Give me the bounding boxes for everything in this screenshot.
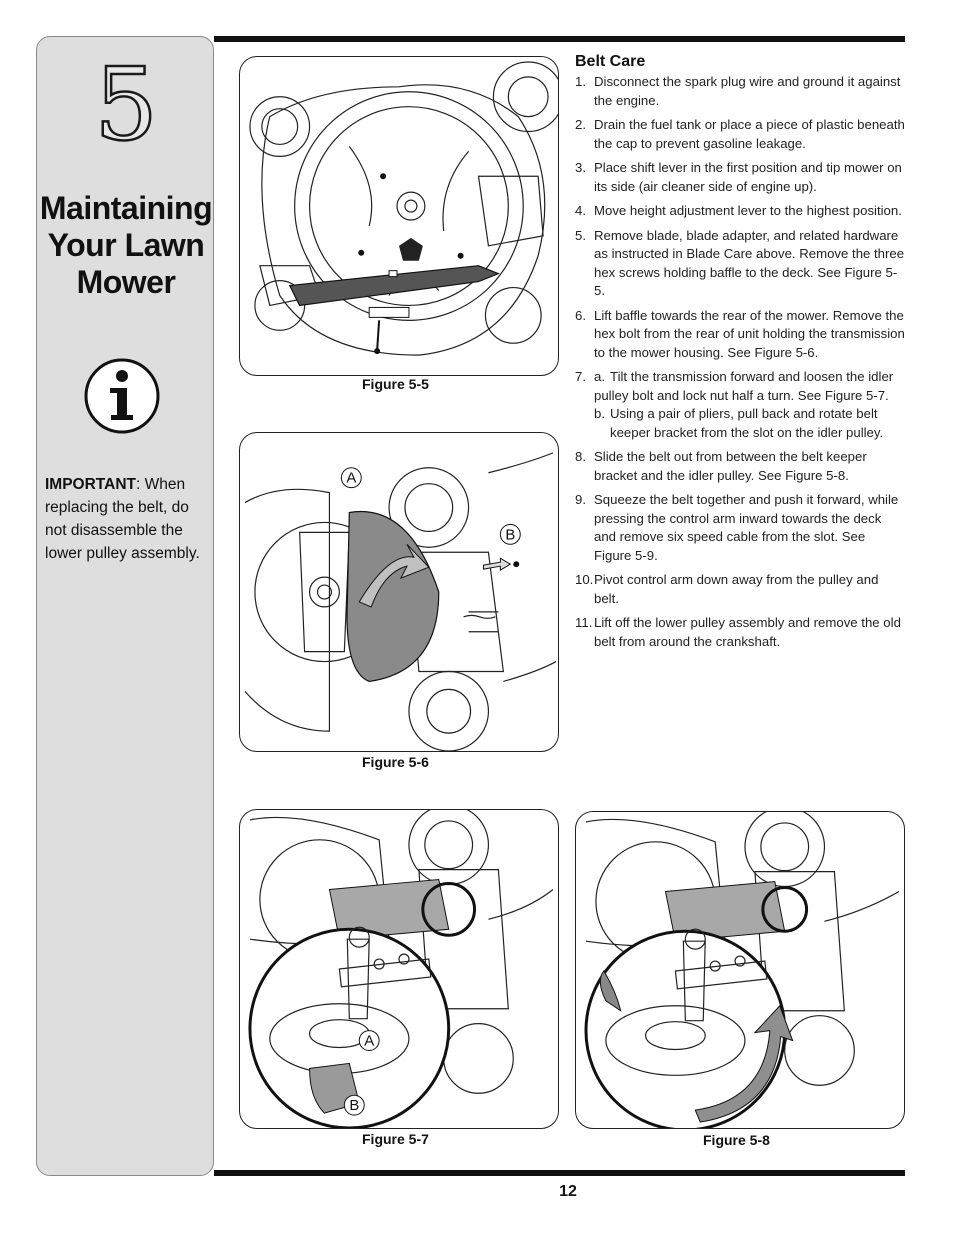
step-5: 5.Remove blade, blade adapter, and relat…: [575, 227, 905, 299]
step-7b: b.Using a pair of pliers, pull back and …: [594, 406, 884, 440]
step-7: 7.a.Tilt the transmission forward and lo…: [575, 369, 894, 403]
step-1: 1.Disconnect the spark plug wire and gro…: [575, 74, 901, 108]
important-text: : When replacing the belt, do not disass…: [45, 476, 200, 562]
callout-a: A: [364, 1034, 374, 1050]
callout-b: B: [349, 1098, 359, 1114]
figure-5-6-illustration: A B: [239, 432, 559, 752]
bottom-rule: [214, 1170, 905, 1176]
idler-pulley-drawing: A B: [248, 810, 554, 1128]
important-note: IMPORTANT: When replacing the belt, do n…: [45, 473, 209, 565]
top-rule: [214, 36, 905, 42]
mower-deck-blade-drawing: [249, 61, 558, 356]
figure-5-7-caption: Figure 5-7: [362, 1131, 429, 1147]
step-3: 3.Place shift lever in the first positio…: [575, 160, 902, 194]
step-4: 4.Move height adjustment lever to the hi…: [575, 203, 902, 218]
info-icon: [84, 358, 160, 434]
figure-5-6-caption: Figure 5-6: [362, 754, 429, 770]
belt-care-heading: Belt Care: [575, 53, 646, 70]
important-label: IMPORTANT: [45, 476, 136, 493]
figure-5-5-caption: Figure 5-5: [362, 376, 429, 392]
step-8: 8.Slide the belt out from between the be…: [575, 449, 867, 483]
figure-5-5-illustration: [239, 56, 559, 376]
figure-5-8-illustration: [575, 811, 905, 1129]
belt-care-steps: 1.Disconnect the spark plug wire and gro…: [575, 73, 905, 657]
callout-b: B: [505, 527, 515, 543]
figure-5-7-illustration: A B: [239, 809, 559, 1129]
chapter-sidebar: 5 Maintaining Your Lawn Mower IMPORTANT:…: [36, 36, 214, 1176]
figure-5-8-caption: Figure 5-8: [703, 1132, 770, 1148]
step-6: 6.Lift baffle towards the rear of the mo…: [575, 307, 905, 360]
mower-baffle-drawing: A B: [244, 452, 557, 751]
step-11: 11.Lift off the lower pulley assembly an…: [575, 615, 901, 649]
step-9: 9.Squeeze the belt together and push it …: [575, 492, 899, 563]
callout-a: A: [346, 471, 356, 487]
page-number: 12: [559, 1183, 577, 1200]
chapter-title: Maintaining Your Lawn Mower: [39, 190, 213, 300]
belt-removal-drawing: [584, 812, 900, 1128]
chapter-number: 5: [93, 46, 159, 163]
step-2: 2.Drain the fuel tank or place a piece o…: [575, 117, 905, 151]
step-10: 10.Pivot control arm down away from the …: [575, 572, 879, 606]
